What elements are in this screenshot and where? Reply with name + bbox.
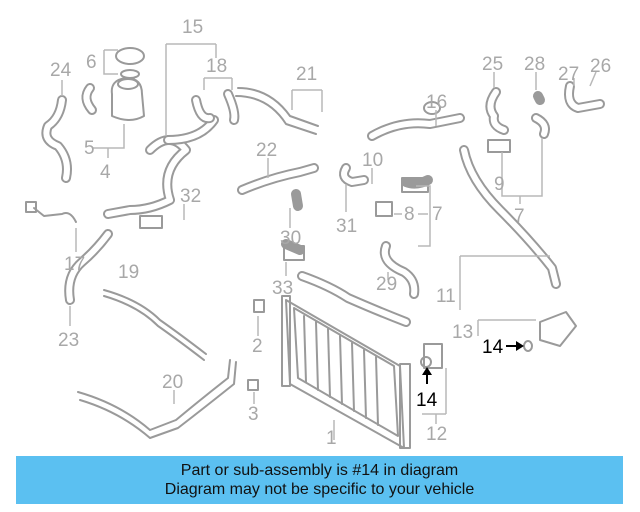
callout-10: 10: [362, 150, 383, 171]
callout-24: 24: [50, 60, 72, 81]
callout-29: 29: [376, 274, 397, 295]
callout-19: 19: [118, 262, 139, 283]
callout-21: 21: [296, 64, 317, 85]
callout-33: 33: [272, 278, 293, 299]
callout-12: 12: [426, 424, 447, 445]
callout-25: 25: [482, 54, 503, 75]
callout-9: 9: [494, 174, 505, 195]
callout-5: 5: [84, 138, 95, 159]
callout-1: 1: [326, 428, 337, 449]
hoses: [41, 81, 605, 327]
callout-27: 27: [558, 64, 579, 85]
callout-32: 32: [180, 186, 201, 207]
banner-line-2: Diagram may not be specific to your vehi…: [164, 481, 475, 498]
callout-22: 22: [256, 140, 277, 161]
callout-28: 28: [524, 54, 545, 75]
callout-20: 20: [162, 372, 183, 393]
callout-6: 6: [86, 52, 97, 73]
coolant-reservoir: [110, 47, 145, 121]
callout-31: 31: [336, 216, 357, 237]
callout-numbers: 15 18 6 24 5 4 21 22 16 10 31 8 7 32 30 …: [50, 17, 611, 449]
radiator: [281, 295, 411, 449]
callout-16: 16: [426, 92, 447, 113]
callout-30: 30: [280, 228, 301, 249]
callout-17: 17: [64, 254, 85, 275]
info-banner: Part or sub-assembly is #14 in diagram D…: [16, 456, 623, 504]
callout-15: 15: [182, 17, 203, 38]
metal-pipes: [77, 289, 237, 439]
callout-13: 13: [452, 322, 473, 343]
callout-4: 4: [100, 162, 111, 183]
callout-2: 2: [252, 336, 263, 357]
callout-8: 8: [404, 204, 415, 225]
callout-14-highlighted: 14: [482, 337, 504, 358]
callout-7-left: 7: [432, 204, 443, 225]
callout-7-right: 7: [514, 206, 525, 227]
callout-18: 18: [206, 56, 227, 77]
callout-14-highlighted-lower: 14: [416, 390, 438, 411]
callout-3: 3: [248, 404, 259, 425]
highlight-arrows: [422, 341, 524, 384]
banner-line-1: Part or sub-assembly is #14 in diagram: [180, 462, 459, 479]
callout-26: 26: [590, 56, 611, 77]
leader-lines: [61, 43, 597, 440]
callout-23: 23: [58, 330, 79, 351]
callout-11: 11: [436, 286, 456, 307]
